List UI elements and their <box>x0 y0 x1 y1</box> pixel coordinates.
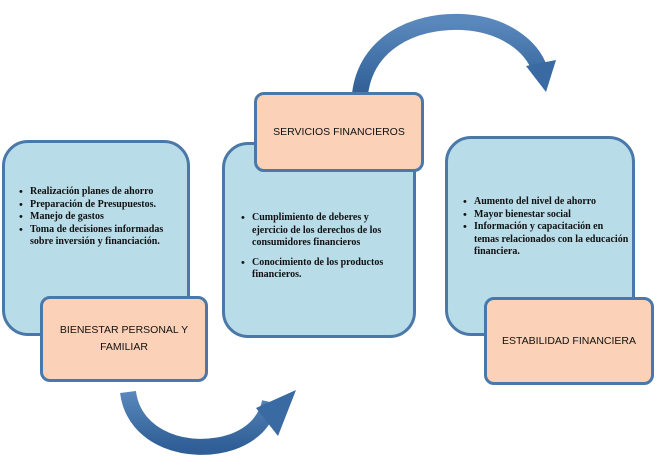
block-label-text: SERVICIOS FINANCIEROS <box>273 125 405 138</box>
list-item: Realización planes de ahorro <box>18 186 182 199</box>
curved-arrow-icon <box>352 13 556 96</box>
list-item: Manejo de gastos <box>18 211 182 224</box>
bullet-list-servicios: Cumplimiento de deberes y ejercicio de l… <box>240 212 404 289</box>
block-label-bienestar: BIENESTAR PERSONAL Y FAMILIAR <box>40 296 208 382</box>
list-item: Mayor bienestar social <box>462 209 630 222</box>
list-item: Información y capacitación en temas rela… <box>462 221 630 259</box>
block-label-text: BIENESTAR PERSONAL Y FAMILIAR <box>59 324 189 353</box>
block-label-text: ESTABILIDAD FINANCIERA <box>502 334 636 347</box>
list-item: Cumplimiento de deberes y ejercicio de l… <box>240 212 404 250</box>
list-item: Toma de decisiones informadas sobre inve… <box>18 224 182 249</box>
bullet-list-estabilidad: Aumento del nivel de ahorro Mayor bienes… <box>462 196 630 259</box>
list-item: Aumento del nivel de ahorro <box>462 196 630 209</box>
list-item: Conocimiento de los productos financiero… <box>240 257 404 282</box>
list-item: Preparación de Presupuestos. <box>18 199 182 212</box>
block-label-servicios: SERVICIOS FINANCIEROS <box>254 92 424 172</box>
block-label-estabilidad: ESTABILIDAD FINANCIERA <box>484 297 654 385</box>
bullet-list-bienestar: Realización planes de ahorro Preparación… <box>18 186 182 249</box>
curved-arrow-icon <box>120 390 296 455</box>
